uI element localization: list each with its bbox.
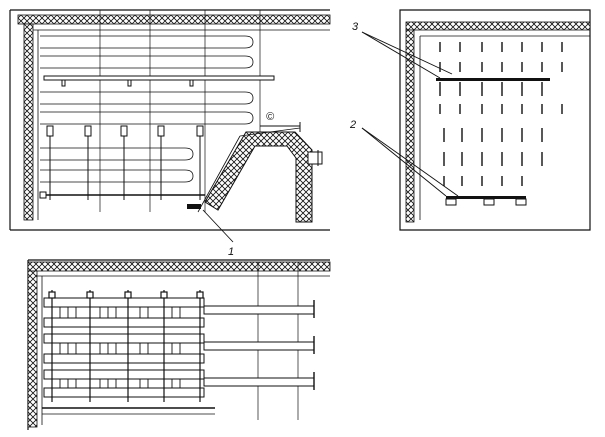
duct-nozzle xyxy=(307,151,323,165)
heater-row-3 xyxy=(43,369,315,398)
slot-grid-lower xyxy=(443,128,543,186)
callout-1-label: 1 xyxy=(228,246,234,258)
base-bracket xyxy=(187,204,201,209)
upper-distribution-pipe xyxy=(43,75,275,81)
panel-top-left-view: © 1 xyxy=(9,9,331,258)
serpentine-coil-lower xyxy=(40,147,194,183)
callout-2-leader-b xyxy=(361,127,447,197)
serpentine-coil-middle xyxy=(40,91,254,125)
callout-2-leader-a xyxy=(361,127,459,197)
left-wall-hatch xyxy=(23,23,34,221)
bottom-left-wall-hatch xyxy=(27,270,38,428)
inclined-insulated-duct xyxy=(204,131,313,223)
slot-grid-upper xyxy=(439,42,563,72)
callout-3-leader-b xyxy=(361,31,441,79)
callout-3-leader-a xyxy=(361,31,453,75)
right-top-wall-hatch xyxy=(405,21,591,31)
heater-row-1 xyxy=(43,297,315,328)
callout-1-leader xyxy=(202,209,234,243)
bottom-top-wall-hatch xyxy=(27,261,331,272)
serpentine-coil-upper xyxy=(40,35,254,69)
panel-top-right-view: 3 2 xyxy=(349,9,591,231)
top-wall-hatch xyxy=(17,14,331,25)
upper-bar-3 xyxy=(436,78,550,81)
grid-lines xyxy=(99,10,261,212)
callout-3-label: 3 xyxy=(352,21,359,33)
hanger-rods xyxy=(46,125,204,200)
right-left-wall-hatch xyxy=(405,29,415,223)
slot-grid-middle xyxy=(439,82,563,114)
circled-symbol-c: © xyxy=(266,111,275,123)
callout-2-label: 2 xyxy=(349,119,356,131)
vertical-posts xyxy=(48,290,204,402)
lower-bar-2 xyxy=(446,196,526,199)
heater-row-2 xyxy=(43,333,315,364)
panel-bottom-view xyxy=(27,259,331,430)
